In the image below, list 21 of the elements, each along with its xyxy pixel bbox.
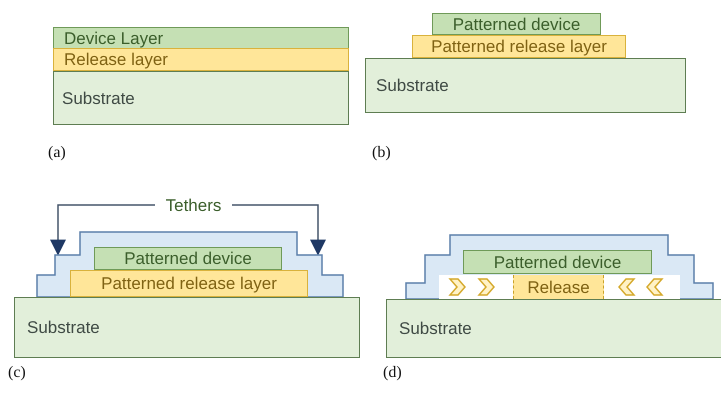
panel-label: (b) bbox=[372, 144, 391, 162]
device-layer: Patterned device bbox=[94, 247, 282, 270]
panel-label: (d) bbox=[383, 364, 402, 382]
release-layer: Patterned release layer bbox=[70, 270, 308, 297]
panel-label: (c) bbox=[8, 364, 26, 382]
tethers-label: Tethers bbox=[155, 193, 232, 217]
substrate: Substrate bbox=[365, 58, 686, 113]
substrate: Substrate bbox=[14, 297, 360, 358]
panel-label: (a) bbox=[48, 144, 66, 162]
tether-layer bbox=[37, 232, 343, 297]
arrow bbox=[50, 204, 155, 256]
device-layer: Patterned device bbox=[463, 250, 652, 274]
arrow bbox=[232, 204, 326, 256]
substrate: Substrate bbox=[386, 299, 721, 358]
release-layer: Release layer bbox=[53, 48, 349, 71]
release-layer: Release bbox=[513, 275, 604, 299]
tether-layer bbox=[406, 235, 713, 299]
device-layer: Patterned device bbox=[432, 13, 601, 35]
substrate: Substrate bbox=[53, 71, 349, 125]
release-layer: Patterned release layer bbox=[412, 35, 626, 58]
device-layer: Device Layer bbox=[53, 27, 349, 49]
